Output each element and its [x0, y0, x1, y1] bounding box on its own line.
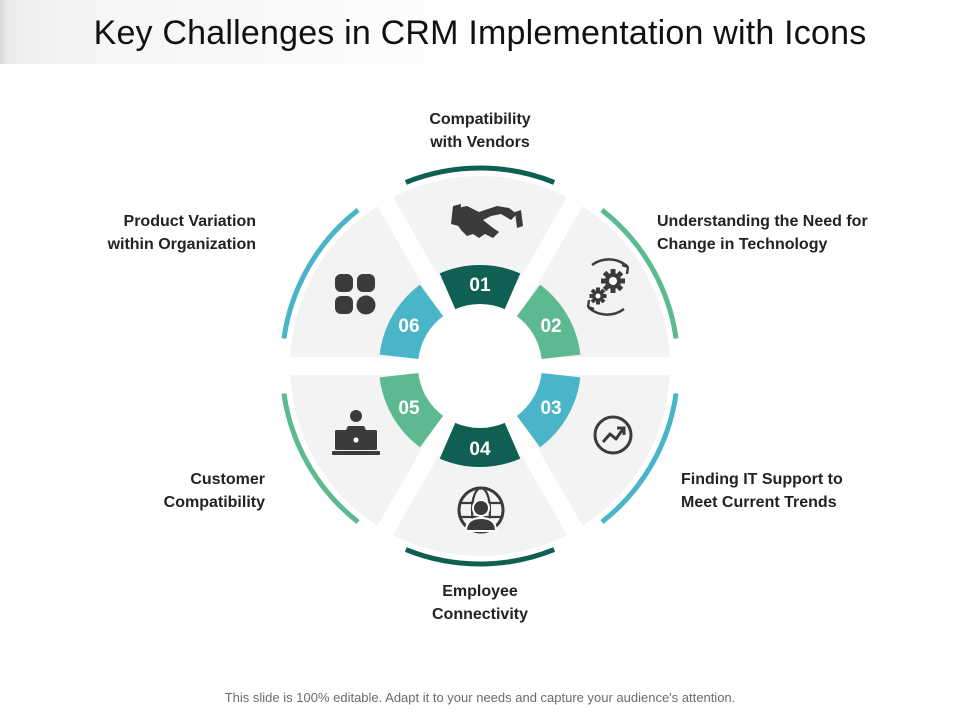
- number-band: [439, 264, 521, 310]
- outer-arc: [404, 165, 556, 185]
- globe-user-icon: [457, 486, 505, 534]
- laptop-user-icon: [332, 410, 380, 455]
- outer-arc: [404, 547, 556, 567]
- center-hole: [418, 304, 542, 428]
- segment-number: 01: [469, 275, 491, 296]
- number-band: [379, 373, 444, 448]
- outer-arc: [600, 393, 679, 524]
- gears-cycle-icon: [586, 258, 630, 316]
- slide-title: Key Challenges in CRM Implementation wit…: [93, 14, 867, 52]
- segment-number: 05: [398, 398, 420, 419]
- outer-arc: [281, 393, 360, 524]
- segment-number: 06: [398, 316, 419, 337]
- number-band: [379, 284, 444, 359]
- number-band: [439, 422, 521, 468]
- apps-grid-icon: [335, 274, 376, 315]
- number-band: [516, 284, 581, 359]
- number-band: [516, 373, 581, 448]
- outer-arc: [281, 208, 360, 339]
- segment-number: 04: [469, 439, 491, 460]
- wheel-segment: [392, 176, 568, 348]
- title-bar: [0, 0, 960, 64]
- wheel-segment: [392, 384, 568, 556]
- segment-number: 02: [540, 316, 561, 337]
- handshake-icon: [451, 204, 523, 238]
- segment-number: 03: [540, 398, 561, 419]
- footer-note: This slide is 100% editable. Adapt it to…: [224, 690, 736, 705]
- outer-arc: [600, 208, 679, 339]
- trend-up-icon: [593, 415, 633, 455]
